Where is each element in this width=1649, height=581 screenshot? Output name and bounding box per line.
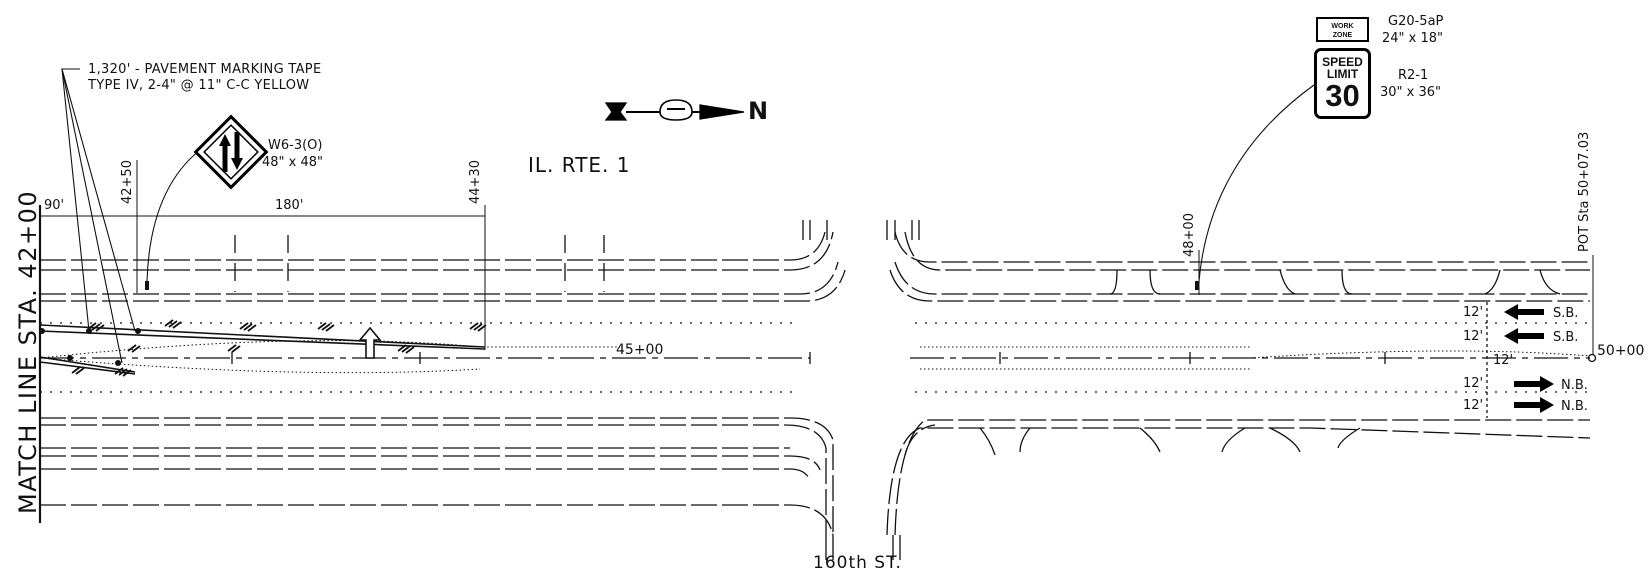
north-edge-lines [40,231,1590,302]
nb-label-1: N.B. [1561,378,1588,393]
speed-limit-line1: SPEED [1322,55,1363,69]
tape-note: 1,320' - PAVEMENT MARKING TAPE TYPE IV, … [88,62,321,95]
work-zone-plaque: WORK ZONE [1316,17,1369,42]
nb-label-2: N.B. [1561,399,1588,414]
pot-station-label: POT Sta 50+07.03 [1577,131,1592,252]
match-line-label: MATCH LINE STA. 42+00 [14,189,42,514]
tape-dots [39,328,141,366]
w6-sign-size: 48" x 48" [262,155,324,170]
pavement-tape [39,324,486,375]
speed-limit-sign: SPEED LIMIT 30 [1314,48,1371,119]
g20-sign-code: G20-5aP [1388,14,1444,29]
speed-limit-value: 30 [1325,78,1360,113]
work-zone-line1: WORK [1331,23,1354,30]
dim-180: 180' [275,198,304,213]
station-4250: 42+50 [120,160,135,204]
lane-width-3: 12' [1493,353,1514,368]
sb-arrow-icon [1504,328,1544,344]
north-curb-returns [802,220,920,240]
g20-sign-size: 24" x 18" [1382,31,1444,46]
r2-sign-size: 30" x 36" [1380,85,1442,100]
two-way-traffic-sign [193,114,269,190]
hatch-marks [71,319,487,377]
w6-sign-code: W6-3(O) [268,138,323,153]
work-zone-line2: ZONE [1332,32,1353,39]
nb-arrow-icon [1514,376,1554,392]
lane-width-4: 12' [1463,376,1484,391]
lane-width-5: 12' [1463,398,1484,413]
north-arrow-icon [604,99,745,121]
sb-label-2: S.B. [1553,330,1579,345]
sign-leader-w6 [146,149,201,282]
lane-arrow [358,326,382,359]
lane-arrows [1504,304,1554,413]
north-arrow-letter: N [748,97,769,125]
r2-sign-code: R2-1 [1398,68,1429,83]
tape-note-line1: 1,320' - PAVEMENT MARKING TAPE [88,62,322,77]
sign-post-r2 [1195,281,1199,290]
station-4800: 48+00 [1182,213,1197,257]
lane-lines [40,322,1590,393]
lane-width-2: 12' [1463,329,1484,344]
road-name: IL. RTE. 1 [528,153,631,177]
lane-width-1: 12' [1463,305,1484,320]
station-4430: 44+30 [468,160,483,204]
station-ticks [231,352,1597,364]
sb-arrow-icon [1504,304,1544,320]
south-edge-lines [40,417,1591,560]
sb-label-1: S.B. [1553,306,1579,321]
sign-post-w6 [145,281,149,290]
cross-street-name: 160th ST. [813,553,902,573]
tape-note-line2: TYPE IV, 2-4" @ 11" C-C YELLOW [88,78,310,94]
station-5000: 50+00 [1597,343,1645,359]
dim-90: 90' [44,198,65,213]
south-entrances [979,427,1361,456]
speed-limit-line2: LIMIT [1326,67,1359,81]
entrance-ticks [234,235,1561,295]
nb-arrow-icon [1514,397,1554,413]
sign-leader-r2 [1198,84,1315,282]
dimension-lines [39,160,1594,355]
station-4500: 45+00 [616,342,664,358]
center-taper [39,340,1591,374]
